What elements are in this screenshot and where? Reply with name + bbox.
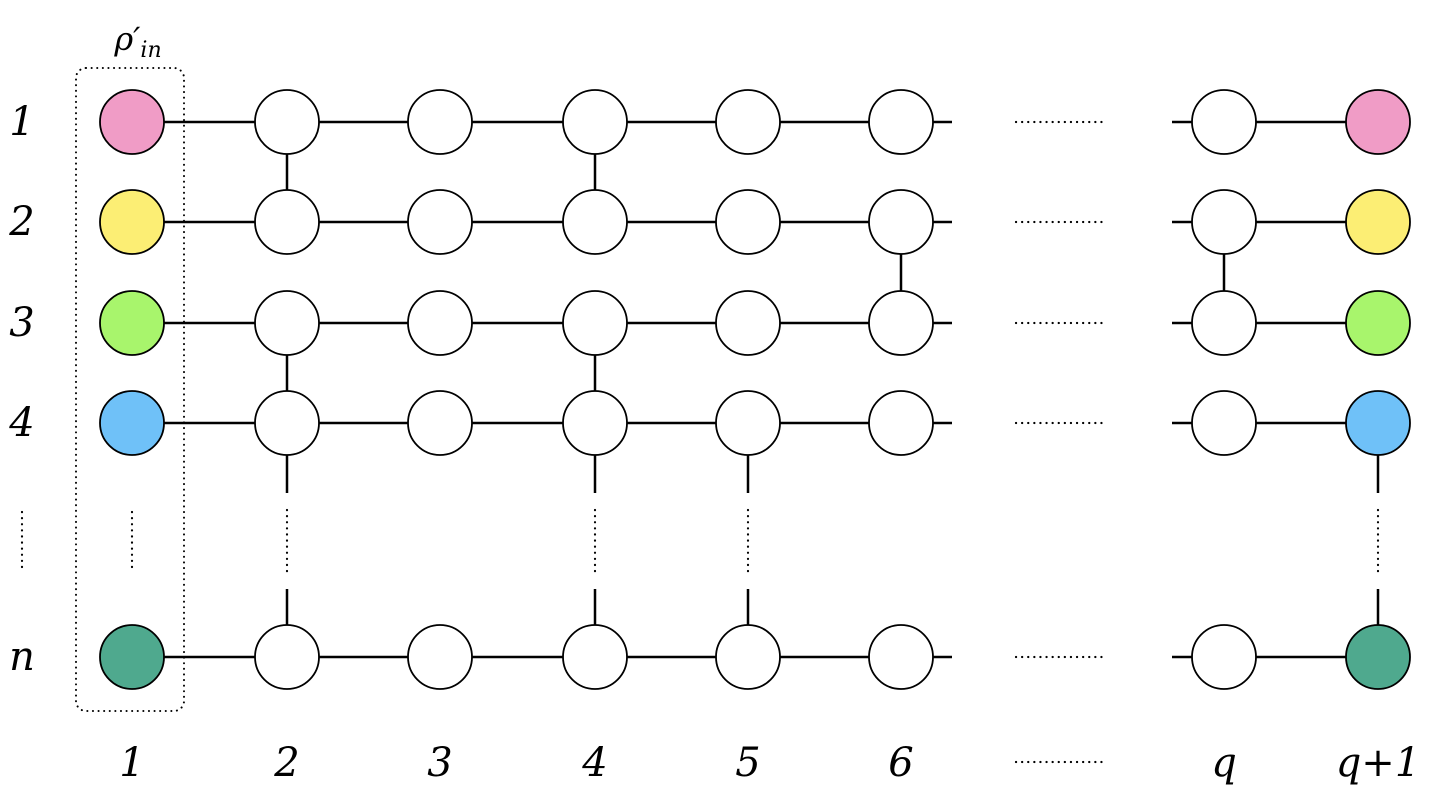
terminal-node [99,624,165,690]
input-state-label: ρ′in [113,20,161,63]
node [1191,89,1257,155]
column-label: 1 [119,740,144,786]
terminal-node [1345,89,1411,155]
node [715,89,781,155]
terminal-node [99,290,165,356]
node [254,624,320,690]
column-label: 6 [888,740,913,786]
terminal-node [1345,290,1411,356]
node [562,390,628,456]
node [1191,189,1257,255]
node [868,189,934,255]
node [254,189,320,255]
row-label: 3 [9,300,34,346]
node [1191,390,1257,456]
node [254,290,320,356]
terminal-node [99,89,165,155]
node [407,290,473,356]
node [1191,624,1257,690]
column-label: q+1 [1336,740,1421,786]
input-state-subscript: in [140,38,161,63]
node [562,189,628,255]
column-label: 2 [273,740,299,786]
row-label: n [9,634,35,680]
node [715,624,781,690]
row-label: 1 [9,99,34,145]
node [868,624,934,690]
node [562,89,628,155]
terminal-node [1345,390,1411,456]
node [407,624,473,690]
node [715,189,781,255]
input-state-box [75,67,185,712]
column-label: 5 [735,740,760,786]
column-label: 4 [581,740,607,786]
input-state-symbol: ρ′ [113,20,141,58]
terminal-node [99,189,165,255]
node [868,89,934,155]
node [407,89,473,155]
column-label: 3 [427,740,452,786]
terminal-node [99,390,165,456]
node [562,290,628,356]
node [715,390,781,456]
node [407,390,473,456]
node [254,390,320,456]
node [1191,290,1257,356]
column-label: q [1211,740,1237,786]
row-label: 2 [8,199,34,245]
node [868,290,934,356]
row-label: 4 [8,400,34,446]
terminal-node [1345,624,1411,690]
node [254,89,320,155]
terminal-node [1345,189,1411,255]
node [715,290,781,356]
node [868,390,934,456]
node [407,189,473,255]
node [562,624,628,690]
